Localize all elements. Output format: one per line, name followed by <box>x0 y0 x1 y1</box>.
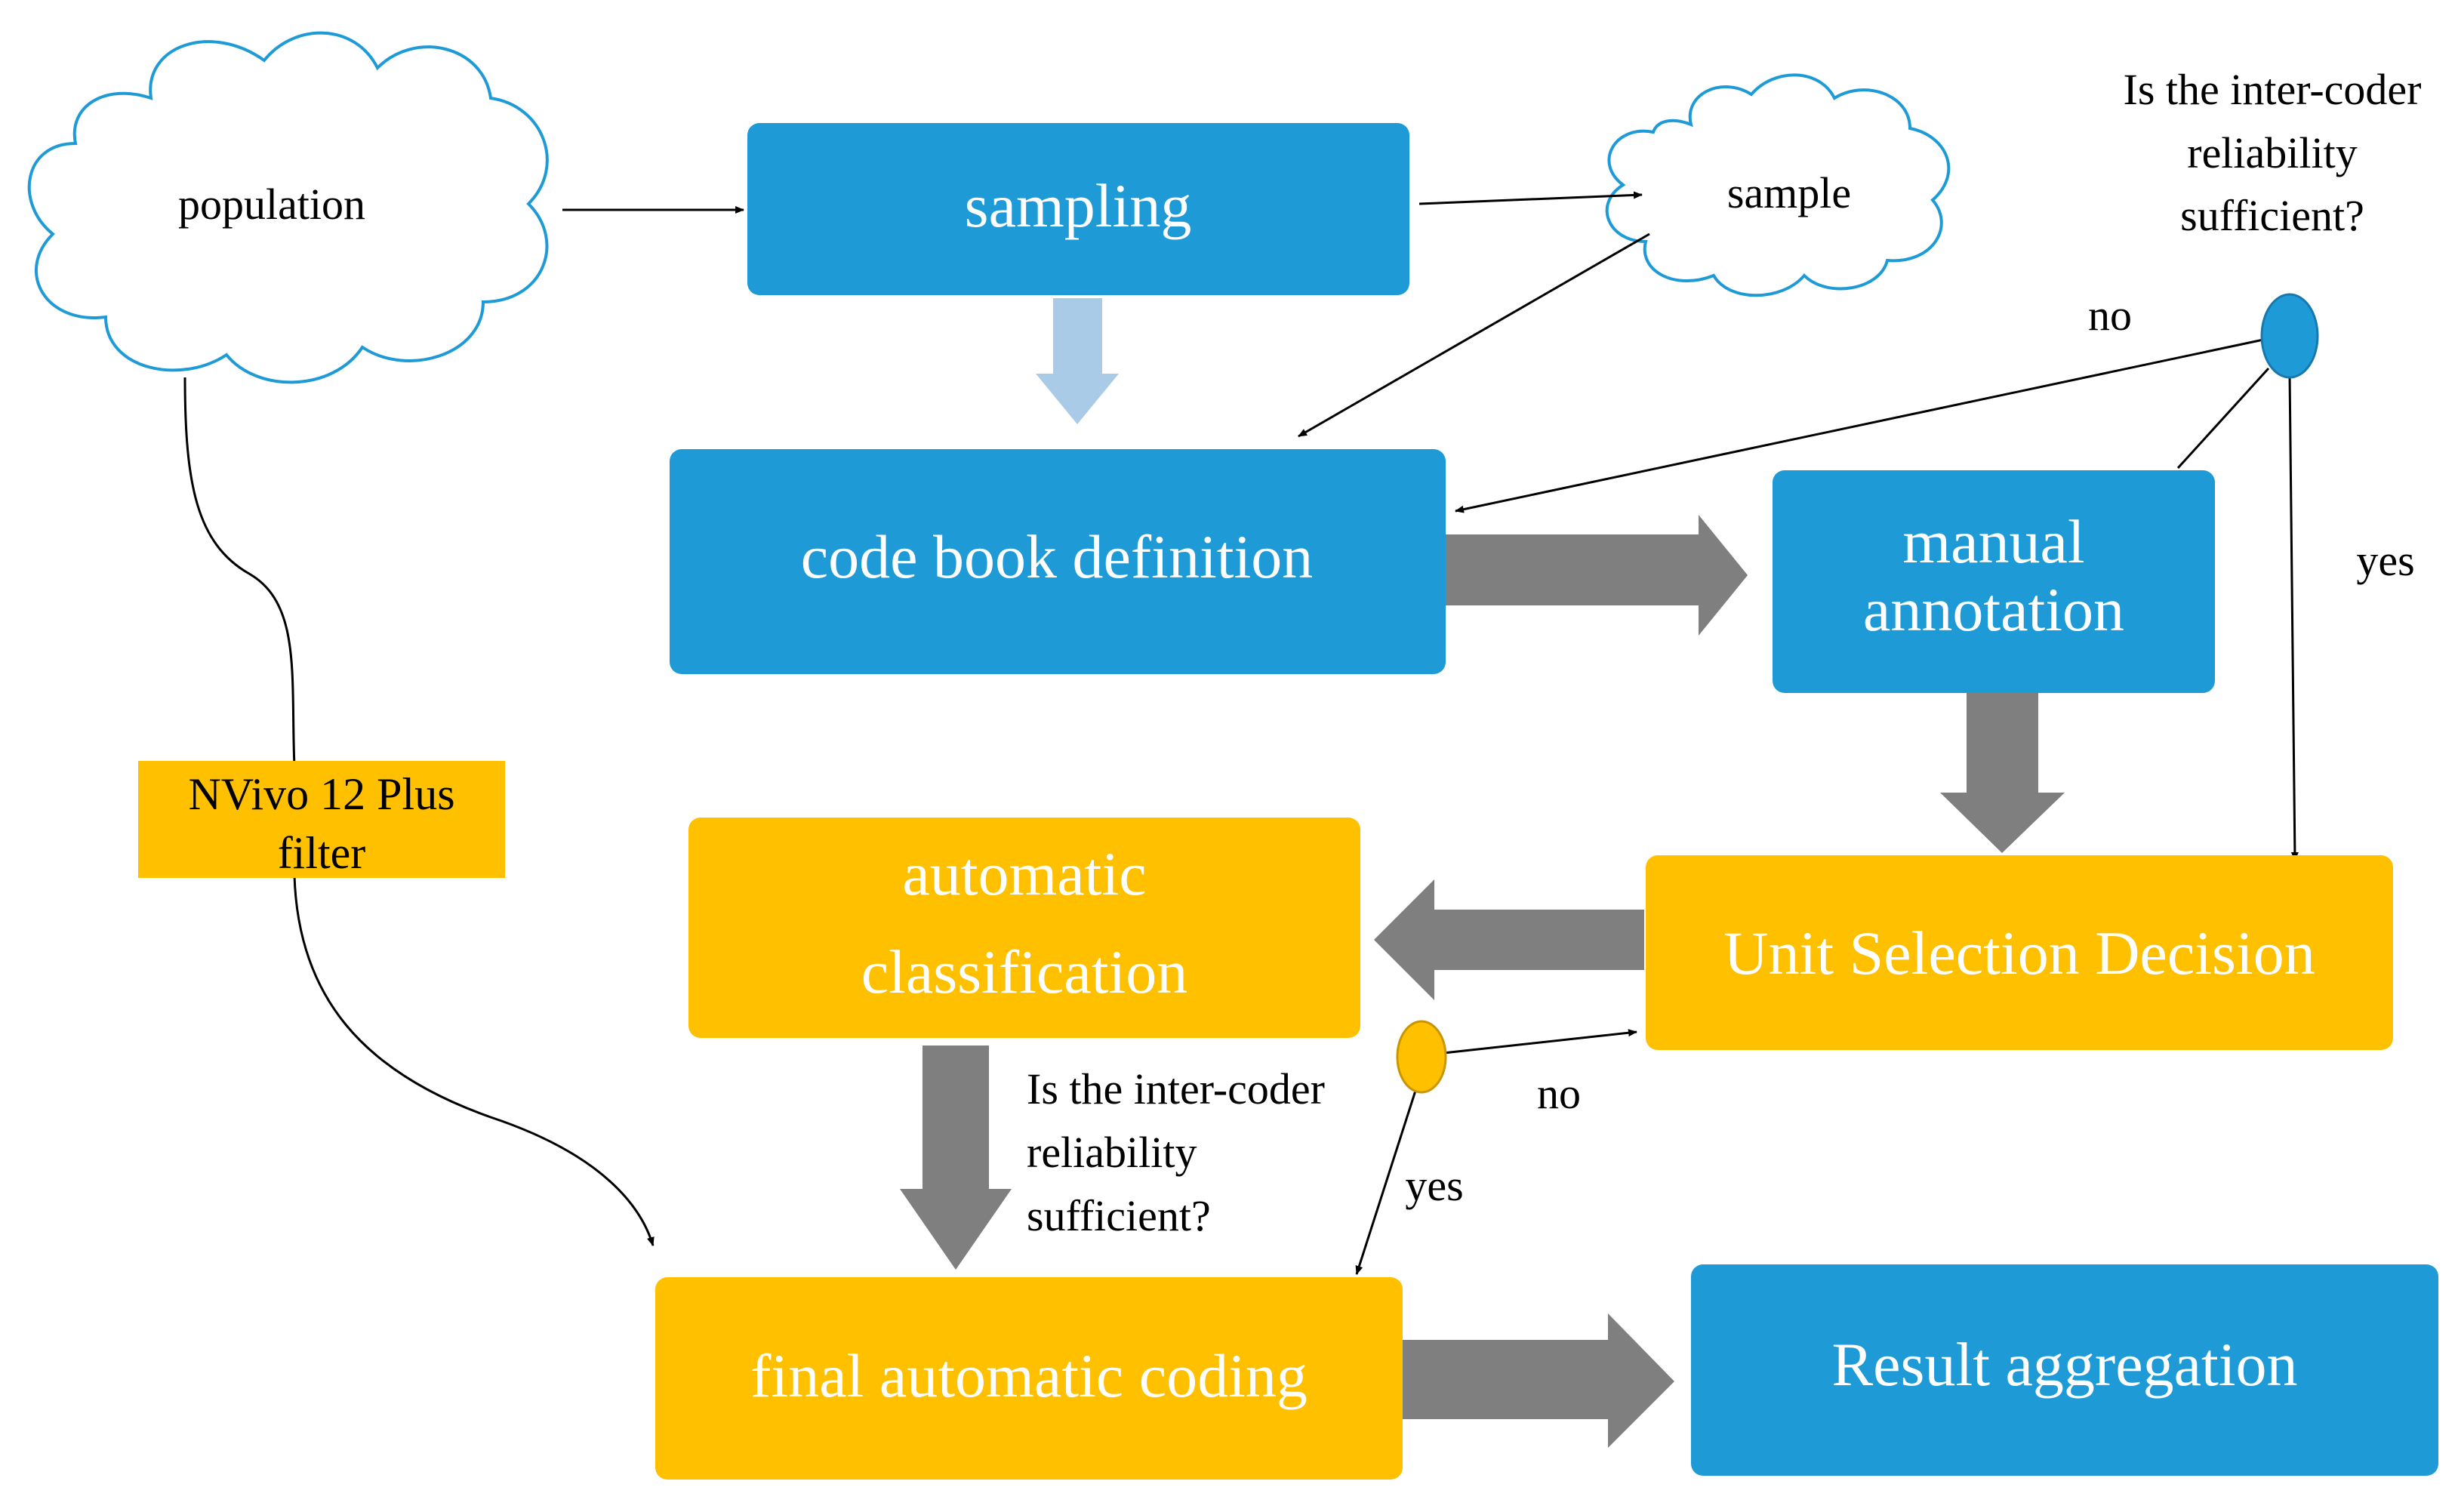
manual-annotation-label-line1: manual <box>1902 507 2084 576</box>
sampling-label: sampling <box>965 171 1192 240</box>
sample-cloud: sample <box>1605 73 1951 297</box>
question-top-line1: Is the inter-coder <box>2124 65 2422 114</box>
population-label: population <box>178 180 365 229</box>
unit-selection-decision-label: Unit Selection Decision <box>1723 919 2315 987</box>
nvivo-filter-label-line1: NVivo 12 Plus <box>188 769 454 819</box>
decision-bottom-no-arrow <box>1443 1029 1637 1055</box>
question-top-line2: reliability <box>2187 128 2358 177</box>
top-no-label: no <box>2088 291 2132 340</box>
manual-annotation-box: manual annotation <box>1773 470 2215 693</box>
sample-label: sample <box>1727 168 1851 217</box>
unit-selection-to-auto-block-arrow <box>1374 879 1644 1000</box>
code-book-definition-box: code book definition <box>670 449 1446 674</box>
final-automatic-coding-box: final automatic coding <box>655 1277 1403 1480</box>
decision-point-top <box>2260 293 2319 379</box>
question-top-line3: sufficient? <box>2180 191 2364 240</box>
decision-top-no-arrow <box>1455 338 2264 513</box>
question-bottom-line2: reliability <box>1027 1128 1197 1177</box>
question-bottom-line3: sufficient? <box>1027 1191 1211 1240</box>
sampling-to-codebook-block-arrow <box>1036 298 1119 424</box>
manual-annotation-label-line2: annotation <box>1863 575 2124 644</box>
final-to-result-block-arrow <box>1400 1313 1674 1448</box>
decision-top-yes-arrow <box>2288 373 2299 861</box>
nvivo-filter-label-line2: filter <box>278 828 366 878</box>
question-bottom: Is the inter-coder reliability sufficien… <box>1027 1064 1325 1240</box>
unit-selection-decision-box: Unit Selection Decision <box>1646 855 2393 1050</box>
decision-point-bottom <box>1396 1020 1447 1094</box>
top-yes-label: yes <box>2356 536 2414 585</box>
sampling-box: sampling <box>747 123 1409 295</box>
bottom-yes-label: yes <box>1405 1161 1463 1210</box>
result-aggregation-label: Result aggregation <box>1831 1330 2297 1399</box>
automatic-classification-label-line2: classification <box>861 938 1188 1006</box>
automatic-classification-box: automatic classification <box>688 818 1360 1038</box>
final-automatic-coding-label: final automatic coding <box>750 1341 1308 1410</box>
code-book-definition-label: code book definition <box>801 522 1314 591</box>
decision-bottom-yes-arrow <box>1355 1090 1417 1275</box>
codebook-to-manual-block-arrow <box>1446 515 1748 636</box>
filter-to-final-connector <box>293 875 655 1246</box>
question-bottom-line1: Is the inter-coder <box>1027 1064 1325 1113</box>
automatic-classification-label-line1: automatic <box>902 839 1146 908</box>
sampling-to-sample-arrow <box>1418 191 1643 205</box>
population-to-final-connector <box>183 377 296 767</box>
manual-to-unit-selection-block-arrow <box>1940 687 2065 853</box>
population-cloud: population <box>27 31 549 384</box>
question-top: Is the inter-coder reliability sufficien… <box>2124 65 2422 240</box>
sample-to-codebook-arrow <box>1298 232 1650 438</box>
auto-to-final-block-arrow <box>900 1045 1012 1270</box>
result-aggregation-box: Result aggregation <box>1691 1264 2438 1476</box>
bottom-no-label: no <box>1537 1069 1581 1118</box>
manual-to-decision-top-line <box>2176 367 2270 470</box>
nvivo-filter-label-box: NVivo 12 Plus filter <box>138 761 505 878</box>
